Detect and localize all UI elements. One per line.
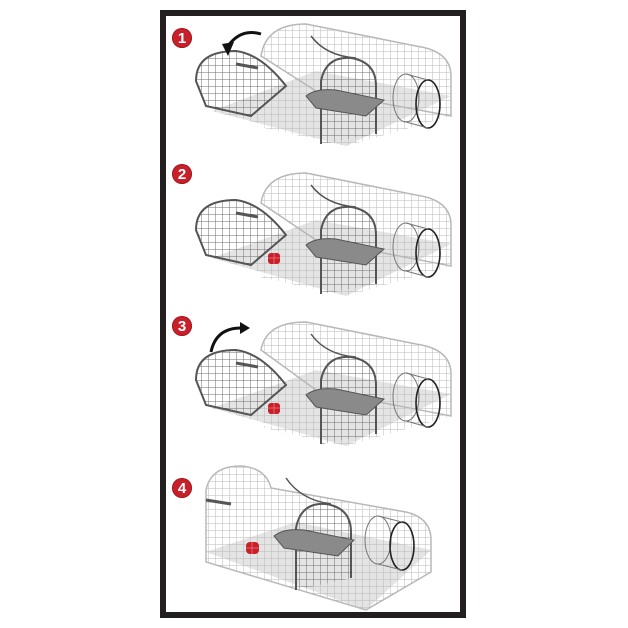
rotate-arrow-icon [209, 326, 242, 353]
cage-trap-open-door-illustration [194, 23, 452, 146]
bait-icon [268, 403, 280, 414]
instruction-panel: 1 [160, 10, 466, 618]
step-2: 2 [166, 158, 460, 308]
step-number-badge: 2 [172, 164, 192, 184]
step-number-badge: 4 [172, 478, 192, 498]
cage-trap-set-closed-illustration [205, 465, 432, 611]
step-4: 4 [166, 460, 460, 612]
cage-trap-baited-illustration [194, 172, 452, 296]
step-1: 1 [166, 16, 460, 156]
step-3: 3 [166, 310, 460, 458]
bait-icon [268, 253, 280, 264]
cage-trap-closing-door-illustration [194, 321, 452, 446]
bait-icon [246, 542, 259, 554]
step-number-badge: 3 [172, 316, 192, 336]
step-number-badge: 1 [172, 28, 192, 48]
